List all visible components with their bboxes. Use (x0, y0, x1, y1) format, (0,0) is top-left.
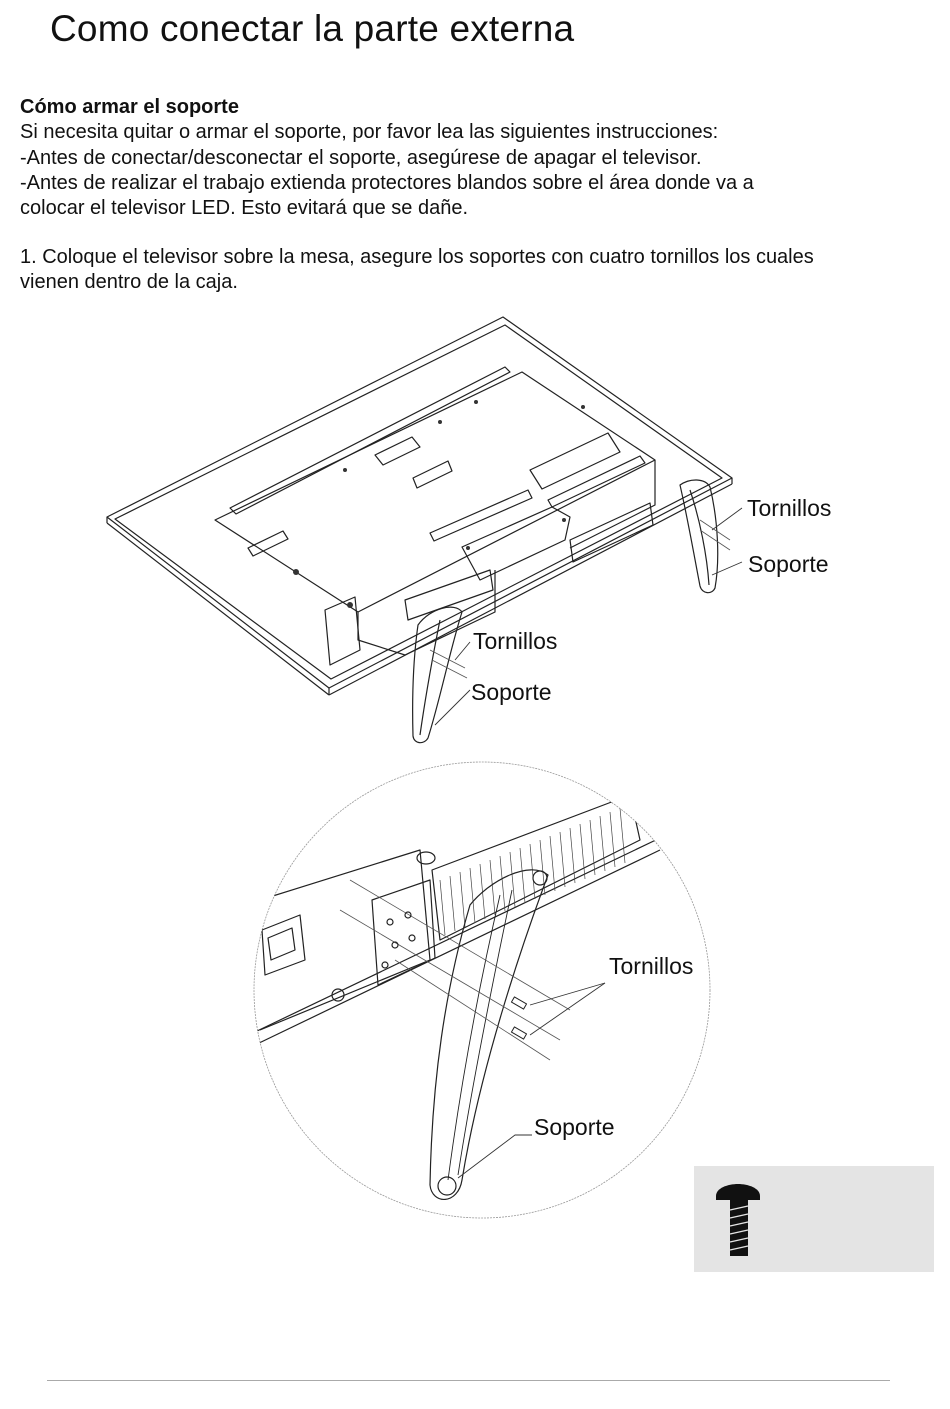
label-stand-left: Soporte (471, 679, 552, 705)
label-screws-right: Tornillos (747, 495, 832, 521)
label-screws-detail: Tornillos (609, 953, 694, 979)
instruction-line: Si necesita quitar o armar el soporte, p… (20, 121, 719, 144)
page-title: Como conectar la parte externa (50, 8, 575, 49)
step-line: vienen dentro de la caja. (20, 271, 238, 294)
step-1: 1. Coloque el televisor sobre la mesa, a… (20, 245, 930, 296)
label-stand-detail: Soporte (534, 1114, 615, 1140)
instruction-line: -Antes de realizar el trabajo extienda p… (20, 171, 754, 194)
label-stand-right: Soporte (748, 551, 829, 577)
tv-back-illustration (106, 316, 743, 744)
screw-box (694, 1166, 934, 1272)
instruction-line: -Antes de conectar/desconectar el soport… (20, 146, 702, 169)
label-screws-left: Tornillos (473, 628, 558, 654)
stand-instructions: Cómo armar el soporte Si necesita quitar… (20, 95, 925, 221)
instruction-line: colocar el televisor LED. Esto evitará q… (20, 197, 469, 220)
section-heading: Cómo armar el soporte (20, 96, 239, 118)
screw-icon (716, 1184, 760, 1256)
footer-divider (47, 1380, 890, 1381)
step-line: 1. Coloque el televisor sobre la mesa, a… (20, 246, 814, 268)
